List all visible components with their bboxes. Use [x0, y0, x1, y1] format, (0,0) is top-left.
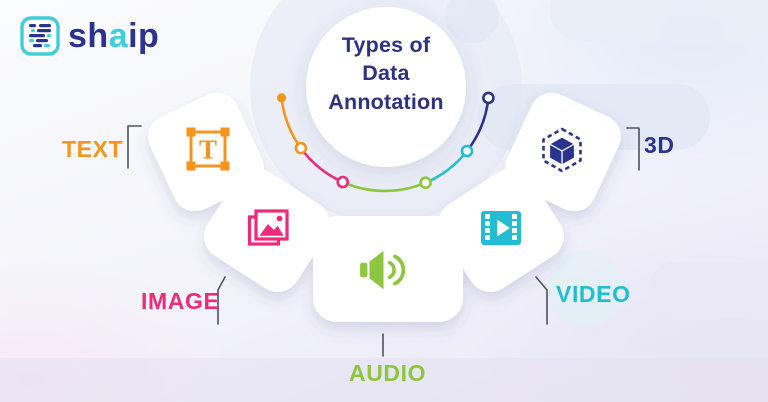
shaip-wordmark: shaip — [68, 16, 159, 56]
connector-image — [217, 276, 226, 325]
shaip-logo-icon — [20, 16, 60, 56]
decor-pill-top-right — [550, 0, 768, 42]
arc-node-audio — [419, 176, 432, 189]
decor-pill-bottom-right — [648, 262, 768, 319]
image-annotation-icon — [244, 204, 292, 252]
wordmark-part-2: a — [108, 17, 129, 55]
arc-node-image — [336, 175, 350, 189]
3d-cube-icon — [538, 126, 586, 174]
connector-video — [535, 276, 548, 325]
wordmark-part-3: ip — [128, 17, 160, 55]
label-image: IMAGE — [141, 288, 220, 314]
shaip-logo: shaip — [20, 16, 159, 56]
decor-bottom-strip — [0, 358, 768, 402]
card-audio — [313, 216, 463, 322]
connector-3d — [626, 127, 640, 171]
label-text: TEXT — [62, 136, 124, 162]
label-connectors — [127, 125, 640, 357]
center-title: Types of Data Annotation — [286, 31, 486, 116]
title-line-1: Types of — [341, 33, 431, 57]
label-audio: AUDIO — [349, 360, 427, 386]
arc-node-text — [294, 141, 308, 155]
decor-teal-glow — [547, 250, 623, 326]
text-annotation-icon: T — [184, 125, 232, 173]
arc-node-video — [460, 144, 474, 158]
label-video: VIDEO — [556, 281, 631, 307]
title-line-3: Annotation — [328, 89, 444, 114]
arc-end-node-3d — [482, 91, 495, 105]
category-arc — [277, 91, 495, 193]
audio-speaker-icon — [357, 244, 409, 296]
label-3d: 3D — [644, 132, 675, 158]
svg-text:T: T — [199, 135, 217, 165]
connector-text — [127, 125, 142, 169]
card-text — [148, 92, 264, 212]
arc-segment-audio — [341, 180, 427, 193]
video-filmstrip-icon — [477, 204, 525, 252]
wordmark-part-1: sh — [68, 17, 109, 55]
center-circle — [306, 7, 466, 167]
arc-start-dot — [277, 93, 287, 103]
title-line-2: Data — [362, 61, 410, 86]
